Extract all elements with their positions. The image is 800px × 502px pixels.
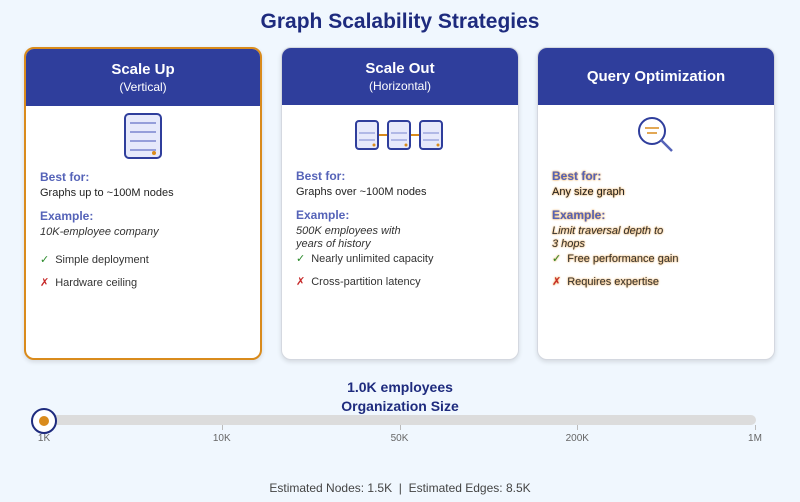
check-icon: ✓ [296,253,306,265]
slider-tick [755,425,756,430]
slider-tick [577,425,579,430]
example-label: Example: [296,208,350,222]
card-title: Scale Out [365,60,435,77]
estimated-edges: Estimated Edges: 8.5K [408,481,531,495]
best-for-value: Graphs over ~100M nodes [296,186,427,198]
example-label: Example: [552,208,606,222]
card-query-optimization[interactable]: Query Optimization Best for: Any size gr… [537,47,775,360]
pro-item: ✓Free performance gain [552,253,679,265]
best-for-label: Best for: [296,169,346,183]
pro-item: ✓Nearly unlimited capacity [296,253,434,265]
slider-tick-label: 50K [390,433,409,444]
example-value: Limit traversal depth to 3 hops [552,225,664,250]
cross-icon: ✗ [296,276,306,288]
slider-tick-label: 1K [37,433,51,444]
page-title: Graph Scalability Strategies [260,10,540,33]
server-cluster-icon [282,105,518,165]
card-header: Scale Up (Vertical) [26,49,260,106]
card-scale-out[interactable]: Scale Out (Horizontal) Best for: Graphs o… [281,47,519,360]
slider-value: 1.0K employees [347,379,453,395]
pro-item: ✓Simple deployment [40,254,149,266]
organization-size-slider[interactable] [38,415,756,425]
slider-tick [399,425,401,430]
slider-thumb[interactable] [31,408,57,434]
card-subtitle: (Horizontal) [368,79,431,93]
card-title: Query Optimization [586,68,726,85]
example-label: Example: [40,209,94,223]
con-item: ✗Requires expertise [552,276,659,288]
slider-title: Organization Size [341,398,459,414]
card-header: Scale Out (Horizontal) [282,48,518,105]
estimates: Estimated Nodes: 1.5K | Estimated Edges:… [0,481,800,495]
best-for-value: Graphs up to ~100M nodes [40,187,174,199]
con-item: ✗Hardware ceiling [40,277,138,289]
slider-tick [221,425,223,430]
best-for-label: Best for: [40,170,90,184]
slider-tick-label: 10K [212,433,231,444]
cross-icon: ✗ [552,276,562,288]
con-item: ✗Cross-partition latency [296,276,421,288]
card-scale-up[interactable]: Scale Up (Vertical) Best for: Graphs up t… [24,47,262,360]
card-title: Scale Up [111,61,175,78]
card-subtitle: (Vertical) [119,80,167,94]
separator: | [398,481,402,495]
example-value: 10K-employee company [40,226,159,238]
card-header: Query Optimization [538,48,774,105]
check-icon: ✓ [40,254,50,266]
best-for-label: Best for: [552,169,602,183]
magnifier-icon [538,105,774,165]
example-value: 500K employees with years of history [296,225,401,250]
slider-tick-label: 1M [748,433,762,444]
slider-tick-label: 200K [565,433,589,444]
best-for-value: Any size graph [552,186,625,198]
cross-icon: ✗ [40,277,50,289]
check-icon: ✓ [552,253,562,265]
server-icon [26,106,260,166]
estimated-nodes: Estimated Nodes: 1.5K [269,481,393,495]
